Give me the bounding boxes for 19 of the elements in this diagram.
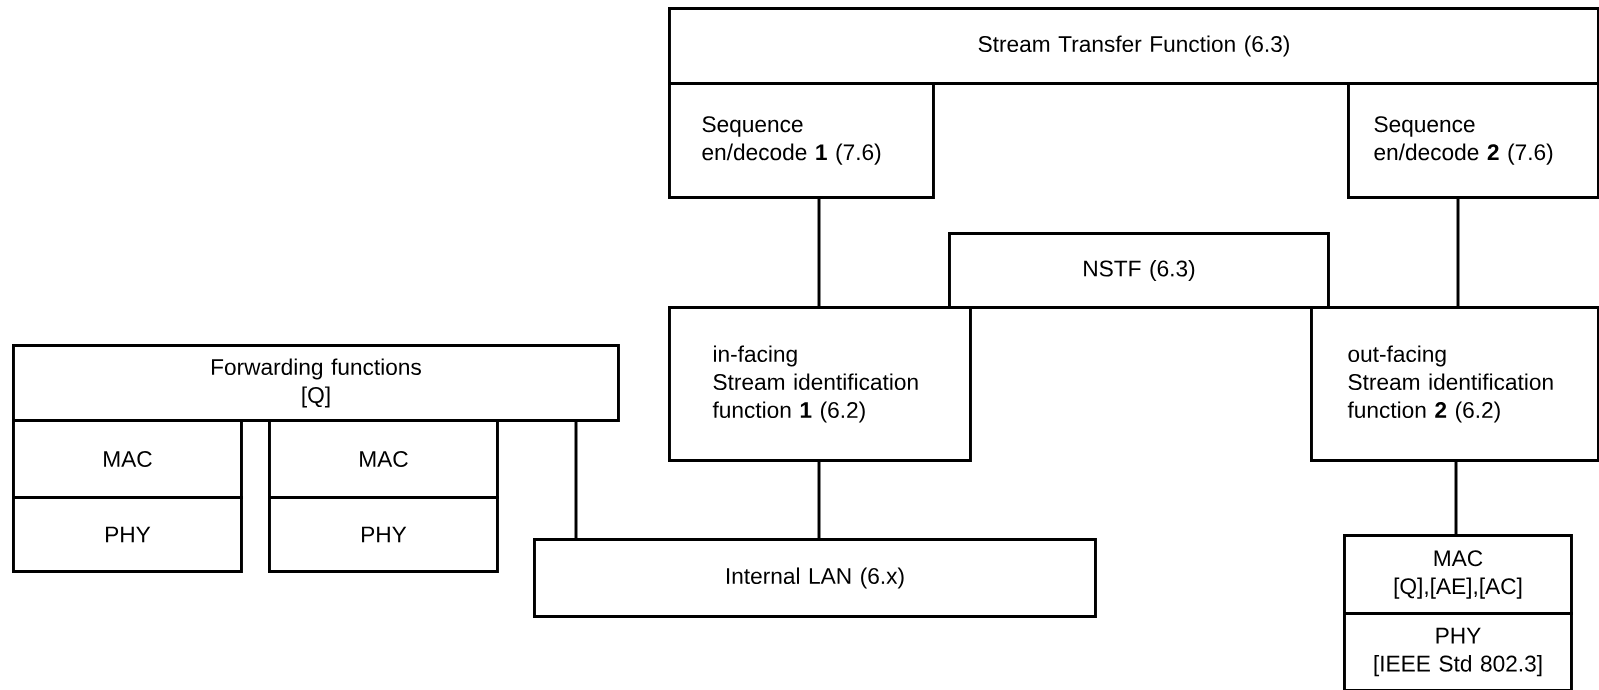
box: Internal LAN (6.x) <box>533 538 1097 618</box>
box: PHY <box>268 496 499 573</box>
connector-line <box>817 461 821 538</box>
box: Forwarding functions [Q] <box>12 344 620 422</box>
box: MAC [Q],[AE],[AC] <box>1343 534 1573 615</box>
box: Stream Transfer Function (6.3) <box>668 7 1599 85</box>
box: MAC <box>12 419 243 499</box>
connector-line <box>1456 198 1460 306</box>
connector-line <box>574 421 578 538</box>
box: NSTF (6.3) <box>948 232 1330 309</box>
box: PHY [IEEE Std 802.3] <box>1343 612 1573 690</box>
box: Sequence en/decode 2 (7.6) <box>1347 82 1599 199</box>
connector-line <box>817 198 821 306</box>
connector-line <box>1454 461 1458 534</box>
box: in-facing Stream identification function 1 (6.2) <box>668 306 972 462</box>
box: out-facing Stream identification function 2 (6.2) <box>1310 306 1599 462</box>
box: MAC <box>268 419 499 499</box>
box: Sequence en/decode 1 (7.6) <box>668 82 935 199</box>
box: PHY <box>12 496 243 573</box>
